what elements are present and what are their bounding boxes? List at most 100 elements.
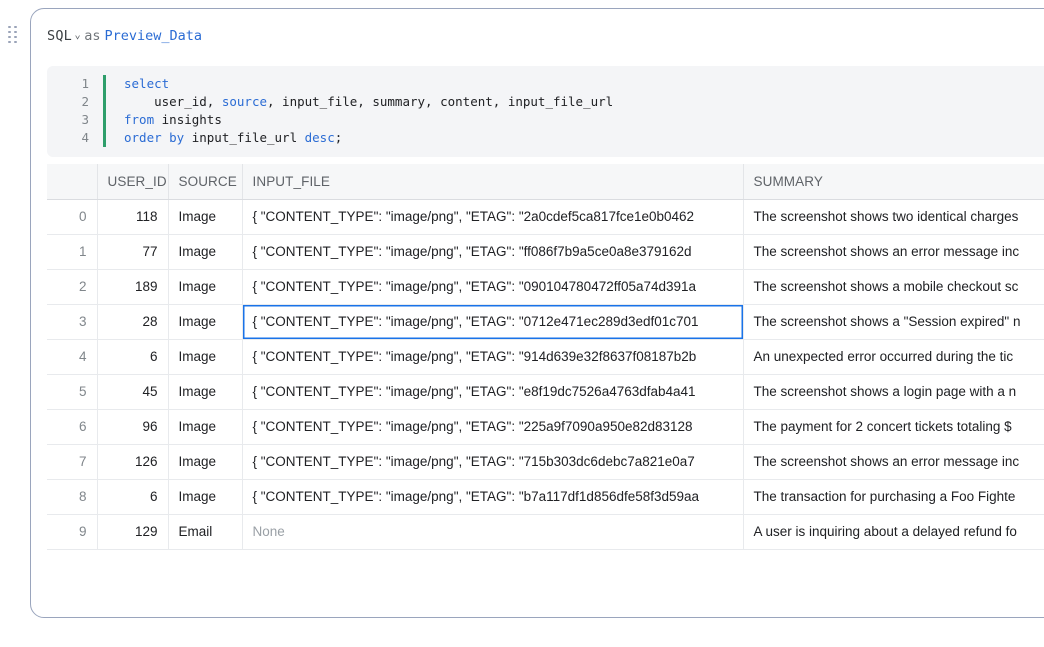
cell-summary[interactable]: The screenshot shows a mobile checkout s… (743, 269, 1044, 305)
column-header-input-file[interactable]: INPUT_FILE (242, 164, 744, 200)
cell-source[interactable]: Image (168, 374, 243, 410)
cell-source[interactable]: Image (168, 304, 243, 340)
cell-summary[interactable]: The screenshot shows two identical charg… (743, 199, 1044, 235)
cell-input-file[interactable]: { "CONTENT_TYPE": "image/png", "ETAG": "… (242, 234, 744, 270)
cell-input-file-selected[interactable]: { "CONTENT_TYPE": "image/png", "ETAG": "… (242, 304, 744, 340)
code-accent-bar (103, 129, 106, 147)
code-line-text: user_id, source, input_file, summary, co… (106, 93, 613, 111)
cell-summary[interactable]: The payment for 2 concert tickets totali… (743, 409, 1044, 445)
code-token: source (221, 94, 267, 109)
cell-source[interactable]: Email (168, 514, 243, 550)
cell-user-id[interactable]: 118 (97, 199, 169, 235)
cell-source[interactable]: Image (168, 409, 243, 445)
code-token: select (124, 76, 170, 91)
code-token: input_file_url (191, 130, 305, 145)
column-header-index[interactable] (47, 164, 98, 200)
cell-summary[interactable]: The screenshot shows an error message in… (743, 444, 1044, 480)
cell-input-file[interactable]: None (242, 514, 744, 550)
code-line: 1 select (47, 75, 1044, 93)
cell-index[interactable]: 8 (47, 479, 98, 515)
cell-user-id[interactable]: 129 (97, 514, 169, 550)
chevron-down-icon[interactable]: ⌄ (74, 27, 81, 41)
line-number: 4 (81, 130, 89, 145)
line-number: 1 (81, 76, 89, 91)
cell-source[interactable]: Image (168, 269, 243, 305)
sql-language-label[interactable]: SQL (47, 28, 72, 44)
cell-summary[interactable]: The transaction for purchasing a Foo Fig… (743, 479, 1044, 515)
cell-input-file[interactable]: { "CONTENT_TYPE": "image/png", "ETAG": "… (242, 269, 744, 305)
cell-user-id[interactable]: 28 (97, 304, 169, 340)
cell-user-id[interactable]: 126 (97, 444, 169, 480)
cell-user-id[interactable]: 96 (97, 409, 169, 445)
cell-input-file[interactable]: { "CONTENT_TYPE": "image/png", "ETAG": "… (242, 479, 744, 515)
cell-index[interactable]: 3 (47, 304, 98, 340)
code-line: 3 from insights (47, 111, 1044, 129)
line-number: 3 (81, 112, 89, 127)
cell-index[interactable]: 0 (47, 199, 98, 235)
column-header-summary[interactable]: SUMMARY (743, 164, 1044, 200)
cell-input-file[interactable]: { "CONTENT_TYPE": "image/png", "ETAG": "… (242, 199, 744, 235)
code-accent-bar (103, 111, 106, 129)
cell-index[interactable]: 2 (47, 269, 98, 305)
cell-source[interactable]: Image (168, 234, 243, 270)
code-line-text: from insights (106, 111, 222, 129)
line-number: 2 (81, 94, 89, 109)
column-header-user-id[interactable]: USER_ID (97, 164, 169, 200)
cell-source[interactable]: Image (168, 444, 243, 480)
column-header-source[interactable]: SOURCE (168, 164, 243, 200)
cell-index[interactable]: 9 (47, 514, 98, 550)
cell-summary[interactable]: The screenshot shows a "Session expired"… (743, 304, 1044, 340)
cell-summary[interactable]: A user is inquiring about a delayed refu… (743, 514, 1044, 550)
code-line: 2 user_id, source, input_file, summary, … (47, 93, 1044, 111)
code-token: ; (334, 130, 343, 145)
cell-source[interactable]: Image (168, 199, 243, 235)
cell-summary[interactable]: The screenshot shows a login page with a… (743, 374, 1044, 410)
cell-summary[interactable]: An unexpected error occurred during the … (743, 339, 1044, 375)
code-token: from (124, 112, 162, 127)
table-fade-overlay (47, 574, 1044, 600)
cell-source[interactable]: Image (168, 479, 243, 515)
cell-source[interactable]: Image (168, 339, 243, 375)
code-line-text: select (106, 75, 169, 93)
cell-index[interactable]: 6 (47, 409, 98, 445)
drag-dots-icon[interactable] (6, 25, 20, 44)
code-line-text: order by input_file_url desc; (106, 129, 342, 147)
cell-alias-label[interactable]: Preview_Data (104, 28, 203, 44)
code-accent-bar (103, 75, 106, 93)
cell-index[interactable]: 7 (47, 444, 98, 480)
cell-input-file[interactable]: { "CONTENT_TYPE": "image/png", "ETAG": "… (242, 444, 744, 480)
code-token: user_id, (124, 94, 222, 109)
cell-user-id[interactable]: 189 (97, 269, 169, 305)
cell-user-id[interactable]: 6 (97, 479, 169, 515)
cell-summary[interactable]: The screenshot shows an error message in… (743, 234, 1044, 270)
code-lines: 1 select 2 user_id, source, input_file, su… (47, 75, 1044, 147)
cell-index[interactable]: 5 (47, 374, 98, 410)
cell-input-file[interactable]: { "CONTENT_TYPE": "image/png", "ETAG": "… (242, 374, 744, 410)
cell-user-id[interactable]: 6 (97, 339, 169, 375)
as-keyword-label: as (84, 28, 101, 44)
cell-index[interactable]: 1 (47, 234, 98, 270)
sql-code-editor[interactable]: 1 select 2 user_id, source, input_file, su… (47, 66, 1044, 157)
cell-index[interactable]: 4 (47, 339, 98, 375)
code-token: , input_file, summary, content, input_fi… (267, 94, 614, 109)
code-line: 4 order by input_file_url desc; (47, 129, 1044, 147)
cell-input-file[interactable]: { "CONTENT_TYPE": "image/png", "ETAG": "… (242, 339, 744, 375)
cell-user-id[interactable]: 77 (97, 234, 169, 270)
cell-user-id[interactable]: 45 (97, 374, 169, 410)
code-token: order by (124, 130, 192, 145)
cell-input-file[interactable]: { "CONTENT_TYPE": "image/png", "ETAG": "… (242, 409, 744, 445)
